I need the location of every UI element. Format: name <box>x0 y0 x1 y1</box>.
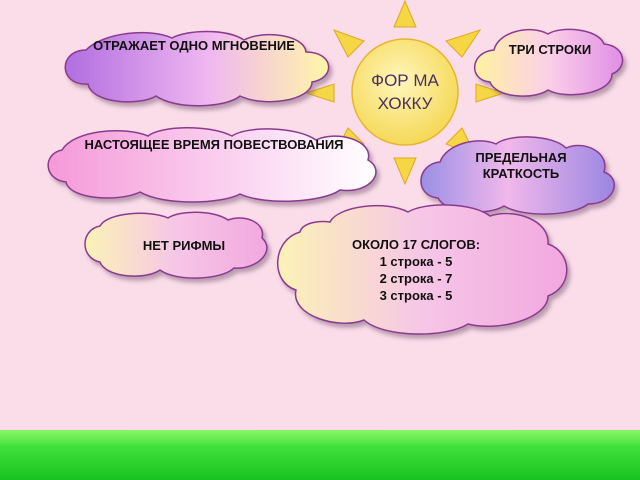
cloud-moment-text: ОТРАЖАЕТ ОДНО МГНОВЕНИЕ <box>93 38 295 53</box>
sun-ray-left <box>304 83 335 103</box>
sun-ray-top-left <box>332 29 365 58</box>
cloud-syllables-line-4: 3 строка - 5 <box>379 288 453 303</box>
cloud-brevity <box>420 136 615 215</box>
cloud-brevity-line-1: ПРЕДЕЛЬНАЯ <box>475 150 567 165</box>
sun-ray-top <box>393 0 417 28</box>
cloud-three-lines <box>473 28 624 97</box>
cloud-syllables <box>277 204 568 335</box>
cloud-three-lines-text: ТРИ СТРОКИ <box>508 42 592 57</box>
cloud-no-rhyme-label: НЕТ РИФМЫ <box>143 238 225 254</box>
cloud-syllables-line-1: ОКОЛО 17 СЛОГОВ: <box>351 237 481 252</box>
sun-body <box>351 38 459 146</box>
cloud-moment-label: ОТРАЖАЕТ ОДНО МГНОВЕНИЕ <box>93 38 295 54</box>
cloud-brevity-label: ПРЕДЕЛЬНАЯ КРАТКОСТЬ <box>475 150 566 182</box>
sun-ray-bottom <box>393 157 417 186</box>
cloud-syllables-line-2: 1 строка - 5 <box>379 254 453 269</box>
cloud-three-lines-label: ТРИ СТРОКИ <box>509 42 591 58</box>
cloud-brevity-line-2: КРАТКОСТЬ <box>482 166 560 181</box>
cloud-no-rhyme-text: НЕТ РИФМЫ <box>142 238 226 253</box>
cloud-moment <box>64 30 330 107</box>
cloud-no-rhyme <box>84 211 268 279</box>
sun-ray-right <box>475 83 506 103</box>
cloud-present-tense-text: НАСТОЯЩЕЕ ВРЕМЯ ПОВЕСТВОВАНИЯ <box>84 137 344 152</box>
cloud-syllables-label: ОКОЛО 17 СЛОГОВ: 1 строка - 5 2 строка -… <box>352 236 480 304</box>
sun-label: ФОР МА ХОККУ <box>371 71 439 113</box>
cloud-present-tense-label: НАСТОЯЩЕЕ ВРЕМЯ ПОВЕСТВОВАНИЯ <box>84 137 343 153</box>
cloud-syllables-line-3: 2 строка - 7 <box>379 271 453 286</box>
grass-strip <box>0 430 640 480</box>
sun-ray-top-right <box>445 29 482 58</box>
cloud-present-tense <box>47 127 377 203</box>
